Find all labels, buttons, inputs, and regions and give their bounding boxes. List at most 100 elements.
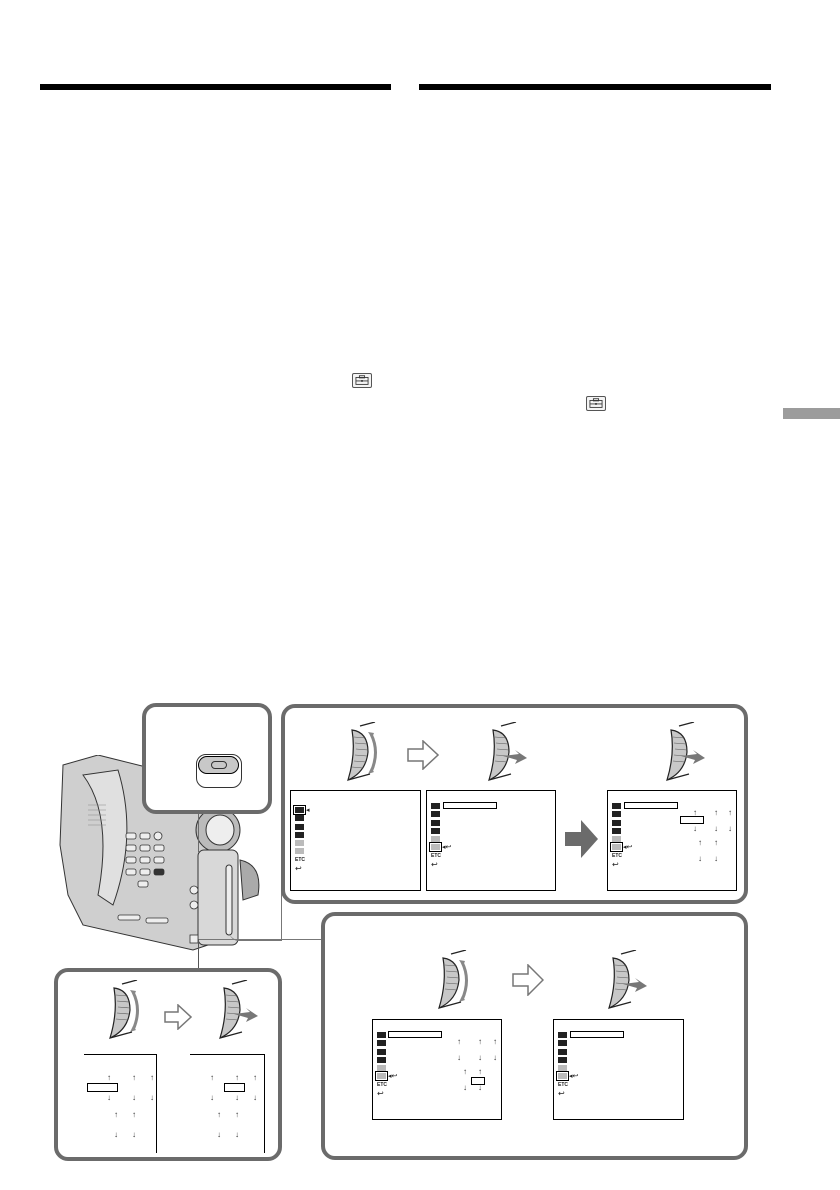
up-arrow-icon: ↑ (493, 1037, 497, 1046)
menu-title-box (443, 802, 497, 809)
down-arrow-icon: ↓ (714, 854, 718, 863)
up-arrow-icon: ↑ (698, 838, 702, 847)
return-icon: ↩ (295, 863, 302, 873)
up-arrow-icon: ↑ (693, 808, 697, 817)
setup-menu-icon: ◂↩ (375, 1071, 403, 1082)
selected-value-box (224, 1083, 245, 1092)
setup-menu-icon: ◂↩ (429, 842, 457, 853)
up-arrow-icon: ↑ (114, 1110, 118, 1119)
down-arrow-icon: ↓ (132, 1093, 136, 1102)
up-arrow-icon: ↑ (714, 808, 718, 817)
setup-menu-icon: ◂↩ (610, 842, 638, 853)
menu-button-callout (142, 703, 272, 814)
menu-title-box (624, 802, 678, 809)
camera-set-icon (612, 803, 638, 811)
up-arrow-icon: ↑ (235, 1110, 239, 1119)
etc-label: ETC (612, 852, 622, 859)
outline-arrow-right-icon (407, 739, 440, 775)
menu-title-box (388, 1031, 442, 1038)
down-arrow-icon: ↓ (698, 854, 702, 863)
menu-screen-setup-selected: ◂↩ ETC ↩ (426, 790, 556, 891)
vcr-set-icon (377, 1040, 403, 1048)
lcd-vf-set-icon (612, 819, 638, 828)
memory-set-icon (558, 1056, 584, 1065)
menu-button[interactable] (196, 754, 242, 788)
selected-value-box (87, 1083, 118, 1092)
etc-label: ETC (377, 1081, 387, 1088)
up-arrow-icon: ↑ (132, 1110, 136, 1119)
up-arrow-icon: ↑ (457, 1037, 461, 1046)
lcd-vf-set-icon (295, 823, 321, 832)
outline-arrow-right-icon (512, 963, 545, 1001)
tape-set-icon (431, 836, 457, 844)
down-arrow-icon: ↓ (107, 1093, 111, 1102)
side-section-tab (783, 408, 840, 419)
memory-set-icon (431, 827, 457, 836)
selected-value-box (471, 1077, 485, 1085)
menu-screen-setup-values-2: ◂↩ ETC ↩ ↑ ↑ ↑ ↓ ↓ ↓ ↑ ↑ ↓ ↓ (372, 1019, 502, 1120)
callout-leader-line (198, 812, 199, 852)
connector-to-top-panel (229, 832, 282, 941)
left-column-header-rule (40, 84, 391, 90)
memory-set-icon (295, 831, 321, 840)
down-arrow-icon: ↓ (132, 1130, 136, 1139)
outline-arrow-right-icon (164, 1003, 193, 1035)
return-icon: ↩ (377, 1088, 384, 1098)
up-arrow-icon: ↑ (107, 1073, 111, 1082)
memory-set-icon (612, 827, 638, 836)
setup-menu-icon: ◂↩ (556, 1071, 584, 1082)
solid-arrow-right-icon (565, 820, 599, 863)
vcr-set-icon (612, 811, 638, 819)
bottom-left-step-panel: ↑ ↑ ↑ ↓ ↓ ↓ ↑ ↑ ↓ ↓ ↑ ↑ ↑ ↓ ↓ ↓ ↑ ↑ ↓ ↓ (54, 968, 282, 1161)
down-arrow-icon: ↓ (114, 1130, 118, 1139)
bottom-right-step-panel: ◂↩ ETC ↩ ↑ ↑ ↑ ↓ ↓ ↓ ↑ ↑ ↓ ↓ ◂↩ ETC ↩ (321, 912, 748, 1160)
control-dial-press-icon (659, 721, 714, 787)
control-dial-turn-icon (340, 721, 390, 787)
menu-screen-setup-values: ◂↩ ETC ↩ ↑ ↑ ↑ ↓ ↓ ↓ ↑ ↑ ↓ ↓ (607, 790, 737, 891)
toolbox-menu-icon (352, 373, 372, 388)
value-adjust-screen-a: ↑ ↑ ↑ ↓ ↓ ↓ ↑ ↑ ↓ ↓ (84, 1054, 157, 1153)
menu-screen-setup-return: ◂↩ ETC ↩ (553, 1019, 684, 1120)
selected-value-box (680, 816, 704, 824)
return-icon: ↩ (558, 1088, 565, 1098)
memory-set-icon (377, 1056, 403, 1065)
etc-label: ETC (558, 1081, 568, 1088)
camera-set-icon (431, 803, 457, 811)
down-arrow-icon: ↓ (217, 1130, 221, 1139)
up-arrow-icon: ↑ (478, 1037, 482, 1046)
control-dial-turn-icon (102, 979, 152, 1045)
down-arrow-icon: ↓ (235, 1130, 239, 1139)
down-arrow-icon: ↓ (478, 1053, 482, 1062)
down-arrow-icon: ↓ (693, 824, 697, 833)
etc-label: ETC (431, 852, 441, 859)
up-arrow-icon: ↑ (463, 1067, 467, 1076)
return-icon: ↩ (612, 859, 619, 869)
vcr-set-icon (558, 1040, 584, 1048)
menu-screen-top-level: ◂ ETC ↩ (290, 790, 421, 891)
lcd-vf-set-icon (558, 1048, 584, 1057)
down-arrow-icon: ↓ (478, 1083, 482, 1092)
tape-set-icon (612, 836, 638, 844)
up-arrow-icon: ↑ (253, 1073, 257, 1082)
up-arrow-icon: ↑ (150, 1073, 154, 1082)
lcd-vf-set-icon (431, 819, 457, 828)
down-arrow-icon: ↓ (463, 1083, 467, 1092)
return-icon: ↩ (431, 859, 438, 869)
down-arrow-icon: ↓ (493, 1053, 497, 1062)
control-dial-turn-icon (431, 949, 481, 1015)
up-arrow-icon: ↑ (217, 1110, 221, 1119)
control-dial-press-icon (601, 949, 656, 1015)
right-column-header-rule (419, 84, 771, 90)
camera-set-icon (377, 1032, 403, 1040)
up-arrow-icon: ↑ (235, 1073, 239, 1082)
up-arrow-icon: ↑ (714, 838, 718, 847)
tape-set-icon (377, 1065, 403, 1073)
control-dial-press-icon (212, 979, 267, 1045)
control-dial-press-icon (481, 721, 536, 787)
down-arrow-icon: ↓ (150, 1093, 154, 1102)
down-arrow-icon: ↓ (210, 1093, 214, 1102)
down-arrow-icon: ↓ (728, 824, 732, 833)
etc-label: ETC (295, 856, 305, 863)
up-arrow-icon: ↑ (210, 1073, 214, 1082)
vcr-set-icon (431, 811, 457, 819)
